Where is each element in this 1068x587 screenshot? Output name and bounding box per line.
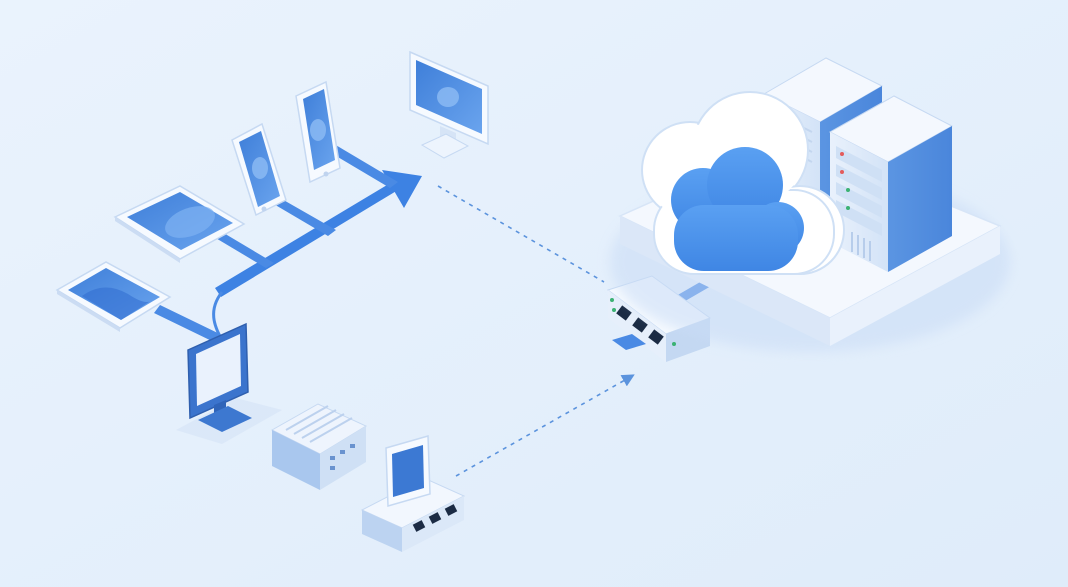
phone-1 xyxy=(231,122,287,217)
switch-port-1 xyxy=(616,305,632,321)
phone-2-blob xyxy=(310,119,326,141)
terminal-port-3 xyxy=(444,504,458,516)
branch-tablet-large xyxy=(214,232,274,268)
phone-1-blob xyxy=(252,157,268,179)
nas-led-2 xyxy=(340,450,345,454)
branch-tablet-small xyxy=(154,305,226,345)
switch-led-3 xyxy=(672,342,676,346)
dashed-link-terminal-switch xyxy=(455,374,635,477)
phone-1-button xyxy=(261,206,267,212)
nas-front xyxy=(272,430,320,490)
nas-vent-1 xyxy=(285,405,329,431)
nas-led-4 xyxy=(350,444,355,448)
terminal-monitor-screen xyxy=(392,445,424,497)
cloud xyxy=(641,91,845,275)
rack-led-red-2 xyxy=(840,170,844,174)
desktop-monitor-base xyxy=(198,406,252,432)
phone-2 xyxy=(295,80,341,184)
nas-vent-4 xyxy=(309,417,353,443)
switch-port-3 xyxy=(648,329,664,345)
desktop-monitor-screen xyxy=(196,334,241,406)
switch-led-1 xyxy=(610,298,614,302)
tablet-small-edge xyxy=(57,290,120,332)
switch-cable xyxy=(612,334,646,350)
terminal-switch-front xyxy=(362,510,402,552)
nas-led-1 xyxy=(330,456,335,460)
imac-base xyxy=(420,133,470,159)
tablet-small xyxy=(55,261,172,332)
branch-phone-1 xyxy=(272,198,336,236)
switch-port-2 xyxy=(632,317,648,333)
device-bus-line xyxy=(215,182,398,297)
rack-unit-1 xyxy=(836,146,882,182)
nas-vent-2 xyxy=(293,409,337,435)
desktop-monitor xyxy=(176,322,282,444)
tablet-large-blob xyxy=(165,206,215,238)
cloud-inner-base xyxy=(674,205,798,271)
cloud-inner xyxy=(671,147,804,271)
rack-unit-2 xyxy=(836,164,882,200)
rack-led-green-2 xyxy=(846,206,850,210)
nas-led-3 xyxy=(330,466,335,470)
nas-vent-3 xyxy=(301,413,345,439)
tablet-large xyxy=(113,185,246,263)
terminal-port-1 xyxy=(412,520,426,532)
nas-box xyxy=(270,403,368,490)
imac xyxy=(409,50,489,159)
rack-front-side xyxy=(888,126,952,272)
terminal-switch xyxy=(360,435,466,552)
terminal-port-2 xyxy=(428,512,442,524)
rack-led-green-1 xyxy=(846,188,850,192)
imac-blob xyxy=(437,87,459,107)
nas-side xyxy=(320,426,366,490)
rack-led-red-1 xyxy=(840,152,844,156)
branch-phone-2 xyxy=(326,144,398,188)
tablet-large-edge xyxy=(115,217,180,263)
server-rack-front xyxy=(828,95,954,272)
platform-right-edge xyxy=(830,226,1000,346)
phone-2-button xyxy=(323,171,329,177)
rack-front-units xyxy=(836,146,882,261)
switch-led-2 xyxy=(612,308,616,312)
rack-front-vents xyxy=(851,232,871,261)
tablet-small-wave xyxy=(82,287,152,320)
cloud-inner-puff-2 xyxy=(707,147,783,223)
